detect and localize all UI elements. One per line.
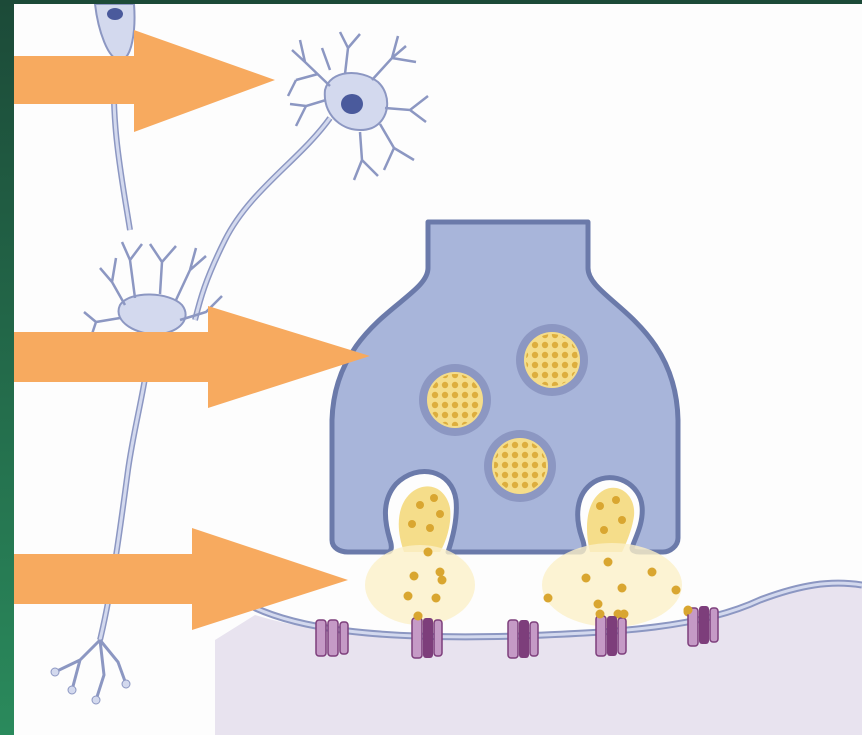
receptor-icon: [684, 606, 719, 647]
synapse-diagram: [14, 4, 862, 735]
nucleus-icon: [107, 8, 123, 20]
synaptic-vesicle-icon: [516, 324, 588, 396]
nucleus-icon: [341, 94, 363, 114]
receptor-icon: [596, 610, 629, 657]
receptor-icon: [316, 620, 348, 656]
synaptic-vesicle-icon: [484, 430, 556, 502]
frame-left-bar: [0, 0, 14, 735]
receptor-icon: [508, 620, 538, 658]
synaptic-vesicle-icon: [419, 364, 491, 436]
diagram-panel: [14, 4, 862, 735]
